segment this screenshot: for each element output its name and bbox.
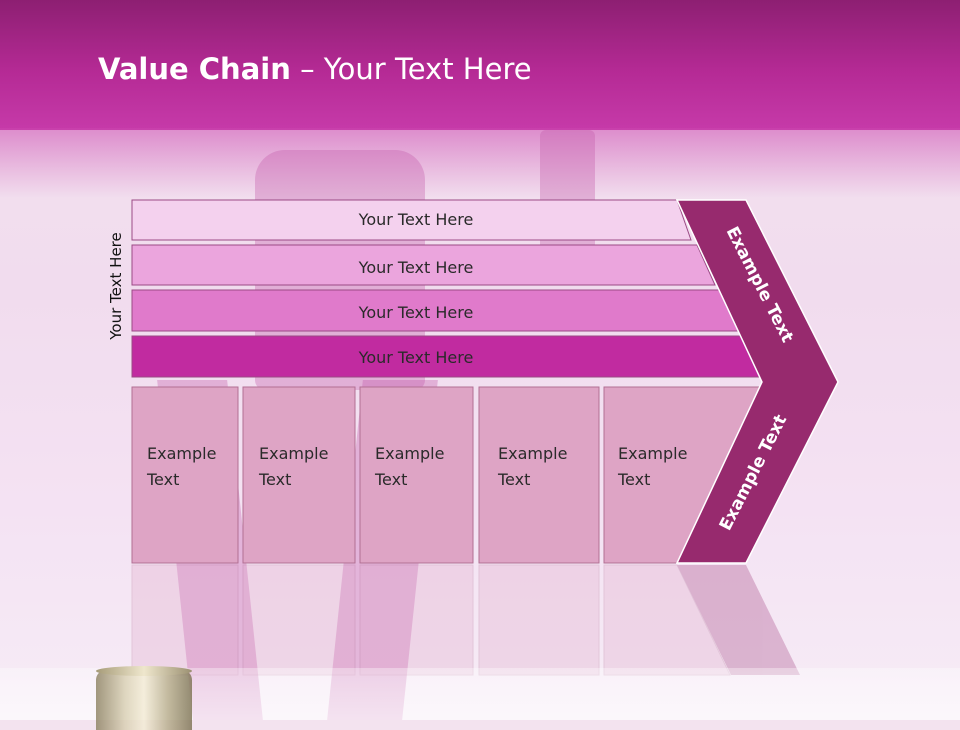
reflection-box-2 [242,564,356,676]
box-4-line2: Text [497,470,530,489]
chevron-shape [675,199,839,564]
box-1 [131,386,239,564]
box-3 [359,386,474,564]
paint-can-rim [96,666,192,676]
box-3-line1: Example [375,444,444,463]
bar-2 [131,244,716,286]
box-4-line1: Example [498,444,567,463]
box-1-line1: Example [147,444,216,463]
support-bars: Your Text Here Your Text Here Your Text … [131,199,764,378]
reflection-box-3 [359,564,474,676]
box-5-line1: Example [618,444,687,463]
bar-3-label: Your Text Here [358,303,474,322]
primary-boxes: Example Text Example Text Example Text E… [131,386,762,564]
page-title: Value Chain – Your Text Here [98,52,532,86]
bar-4-label: Your Text Here [358,348,474,367]
paint-can [96,670,192,730]
box-1-line2: Text [146,470,179,489]
reflection-chevron [677,565,800,675]
reflection-box-1 [131,564,239,676]
box-2-line2: Text [258,470,291,489]
box-4 [478,386,600,564]
diagram-reflection [131,564,800,676]
box-3-line2: Text [374,470,407,489]
bar-2-label: Your Text Here [358,258,474,277]
reflection-box-4 [478,564,600,676]
box-2 [242,386,356,564]
title-fade [0,128,960,198]
box-2-line1: Example [259,444,328,463]
title-bar [0,0,960,130]
bar-1-label: Your Text Here [358,210,474,229]
bar-1 [131,199,692,241]
box-5-line2: Text [617,470,650,489]
